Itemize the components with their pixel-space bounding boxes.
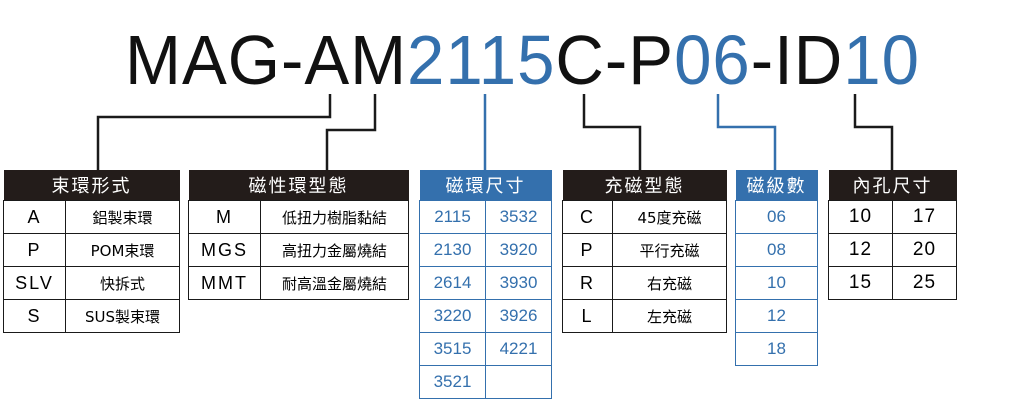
magnetization-header: 充磁型態 (562, 170, 727, 201)
table-cell-code: 2130 (419, 233, 486, 267)
table-cell-value: 3926 (485, 299, 552, 333)
connector-pole-count (716, 94, 777, 170)
table-cell-value: 3532 (485, 200, 552, 234)
table-cell-value: 右充磁 (612, 266, 727, 300)
connector-magnet-type (325, 94, 377, 170)
table-cell-code: MMT (188, 266, 261, 300)
model-ring-size: 2115 (407, 21, 556, 99)
table-row: 06 (735, 200, 818, 234)
table-cell-code: 2115 (419, 200, 486, 234)
table-row: 12 (735, 299, 818, 333)
table-cell-value: 低扭力樹脂黏結 (260, 200, 409, 234)
table-cell-value: 45度充磁 (612, 200, 727, 234)
table-cell-value: POM束環 (65, 233, 180, 267)
model-number: MAG-AM2115C-P06-ID10 (125, 20, 920, 100)
model-bore-size: 10 (843, 21, 920, 99)
ring-size-header: 磁環尺寸 (419, 170, 552, 201)
connector-magnetization (582, 94, 642, 170)
table-cell-code: S (3, 299, 66, 333)
table-cell-code: MGS (188, 233, 261, 267)
table-cell-code: 3515 (419, 332, 486, 366)
table-cell-value: 快拆式 (65, 266, 180, 300)
table-cell-code: 06 (735, 200, 818, 234)
table-cell-code: 3521 (419, 365, 486, 399)
table-cell-code: C (562, 200, 613, 234)
model-magnetization: C-P (555, 21, 675, 99)
table-cell-code: M (188, 200, 261, 234)
table-row: 18 (735, 332, 818, 366)
pole-count-header: 磁級數 (735, 170, 818, 201)
table-cell-code: 18 (735, 332, 818, 366)
table-cell-code: 08 (735, 233, 818, 267)
connector-bore-size (853, 94, 894, 170)
connector-clamp-type (96, 94, 332, 170)
table-row: 08 (735, 233, 818, 267)
table-cell-value: 20 (892, 233, 957, 267)
table-cell-code: P (3, 233, 66, 267)
table-row: 3521 (419, 365, 552, 399)
table-cell-code: 10 (735, 266, 818, 300)
table-cell-value: 鋁製束環 (65, 200, 180, 234)
model-pole-count: 06 (674, 21, 751, 99)
clamp-type-header: 束環形式 (3, 170, 180, 201)
table-cell-code: 12 (735, 299, 818, 333)
table-cell-code: 10 (828, 200, 893, 234)
table-cell-code: 3220 (419, 299, 486, 333)
table-cell-code: SLV (3, 266, 66, 300)
table-cell-value: 平行充磁 (612, 233, 727, 267)
table-cell-code: 12 (828, 233, 893, 267)
table-cell-value: 高扭力金屬燒結 (260, 233, 409, 267)
table-cell-code: A (3, 200, 66, 234)
model-prefix: MAG-AM (125, 21, 408, 99)
model-bore-prefix: -ID (750, 21, 844, 99)
table-cell-value: 4221 (485, 332, 552, 366)
magnet-type-header: 磁性環型態 (188, 170, 409, 201)
table-cell-value: 17 (892, 200, 957, 234)
bore-size-header: 內孔尺寸 (828, 170, 957, 201)
table-cell-code: 2614 (419, 266, 486, 300)
table-cell-code: R (562, 266, 613, 300)
table-cell-value: 3920 (485, 233, 552, 267)
table-cell-code: P (562, 233, 613, 267)
table-cell-value: 25 (892, 266, 957, 300)
table-cell-code: L (562, 299, 613, 333)
table-cell-value: 3930 (485, 266, 552, 300)
table-row: 10 (735, 266, 818, 300)
table-cell-code: 15 (828, 266, 893, 300)
table-cell-value: 左充磁 (612, 299, 727, 333)
table-cell-value (485, 365, 552, 399)
table-cell-value: SUS製束環 (65, 299, 180, 333)
table-cell-value: 耐高溫金屬燒結 (260, 266, 409, 300)
